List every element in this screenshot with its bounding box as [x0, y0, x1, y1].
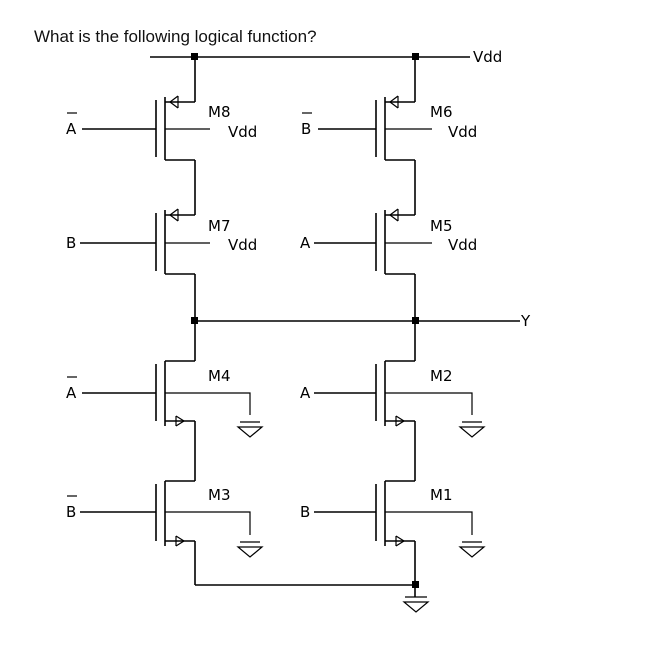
transistor-m3-gate: B: [66, 503, 76, 521]
vdd-label: Vdd: [473, 48, 502, 66]
transistor-m2-gate: A: [300, 384, 311, 402]
transistor-m4-id: M4: [208, 367, 231, 385]
ground-icon: [236, 421, 264, 438]
vdd-rail: Vdd: [150, 48, 502, 66]
ground-node: [195, 581, 419, 588]
transistor-m5-body: Vdd: [448, 236, 477, 254]
transistor-m8: M8 Vdd A: [66, 95, 257, 161]
ground-icon: [458, 541, 486, 558]
transistor-m8-gate: A: [66, 120, 77, 138]
transistor-m4-gate: A: [66, 384, 77, 402]
transistor-m3-id: M3: [208, 486, 231, 504]
transistor-m3: M3 B: [66, 480, 264, 558]
transistor-m8-body: Vdd: [228, 123, 257, 141]
transistor-m6-body: Vdd: [448, 123, 477, 141]
transistor-m2-id: M2: [430, 367, 453, 385]
transistor-m6: M6 Vdd B: [301, 95, 477, 161]
transistor-m5-gate: A: [300, 234, 311, 252]
transistor-m7-body: Vdd: [228, 236, 257, 254]
transistor-m4: M4 A: [66, 360, 264, 438]
question-text: What is the following logical function?: [34, 27, 317, 46]
transistor-m5-id: M5: [430, 217, 453, 235]
transistor-m6-gate: B: [301, 120, 311, 138]
ground-icon: [236, 541, 264, 558]
transistor-m1-gate: B: [300, 503, 310, 521]
transistor-m2: M2 A: [300, 360, 486, 438]
output-node: Y: [191, 312, 531, 330]
transistor-m1: M1 B: [300, 480, 486, 558]
transistor-m1-id: M1: [430, 486, 453, 504]
ground-icon: [402, 596, 430, 613]
ground-icon: [458, 421, 486, 438]
transistor-m7-gate: B: [66, 234, 76, 252]
transistor-m7: M7 Vdd B: [66, 208, 257, 275]
output-label: Y: [520, 312, 531, 330]
transistor-m6-id: M6: [430, 103, 453, 121]
transistor-m8-id: M8: [208, 103, 231, 121]
transistor-m5: M5 Vdd A: [300, 208, 477, 275]
transistor-m7-id: M7: [208, 217, 231, 235]
